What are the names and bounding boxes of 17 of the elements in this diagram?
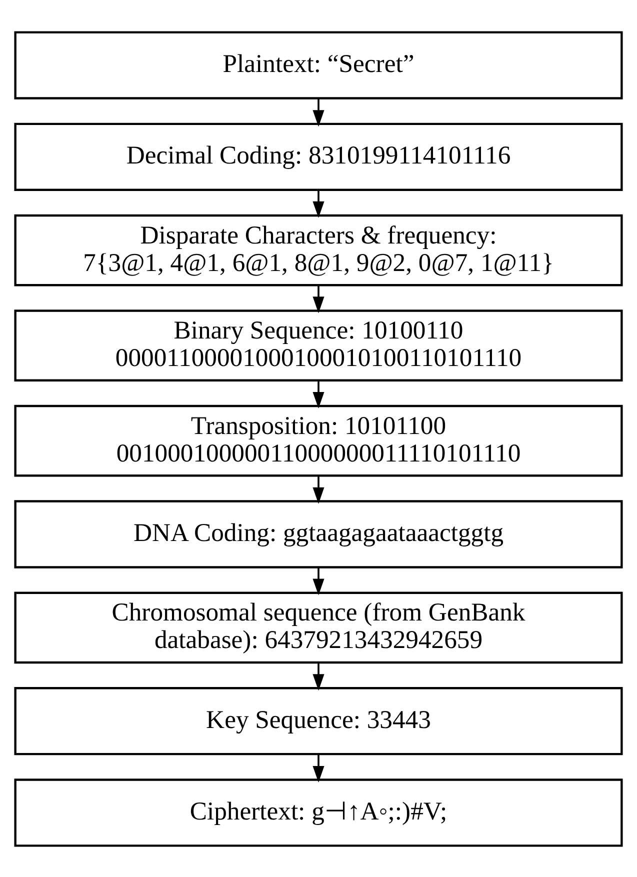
arrow: [312, 284, 324, 313]
node-box: Key Sequence: 33443: [14, 686, 623, 755]
node-box: Chromosomal sequence (from GenBank database): 64379213432942659: [14, 591, 623, 664]
node-box: Binary Sequence: 10100110 00001100001000100010100110101110: [14, 309, 623, 381]
arrow: [312, 98, 324, 126]
arrow: [312, 566, 324, 595]
node-box: Transposition: 10101100 00100010000011000000011110101110: [14, 404, 623, 476]
arrow: [312, 476, 324, 504]
arrow: [312, 380, 324, 408]
arrow: [312, 662, 324, 690]
arrow: [312, 754, 324, 782]
node-box: Disparate Characters & frequency: 7{3@1, 4@1, 6@1, 8@1, 9@2, 0@7, 1@11}: [14, 214, 623, 286]
arrow: [312, 190, 324, 218]
node-box: Ciphertext: g⊣↑A◦;:)#V;: [14, 778, 623, 846]
node-box: Decimal Coding: 8310199114101116: [14, 122, 623, 190]
node-box: Plaintext: “Secret”: [14, 30, 623, 99]
node-box: DNA Coding: ggtaagagaataaactggtg: [14, 500, 623, 568]
